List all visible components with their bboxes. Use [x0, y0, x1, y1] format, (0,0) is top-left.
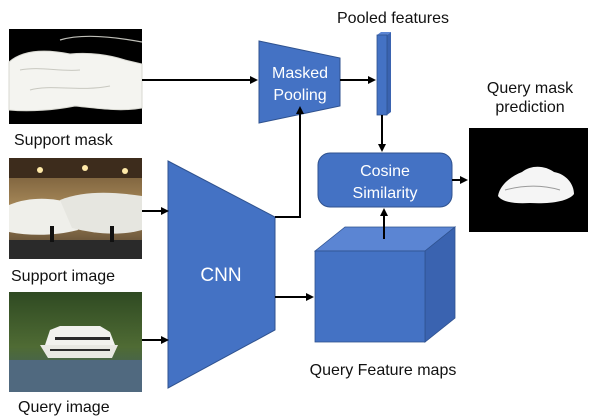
support-mask-label: Support mask [14, 132, 114, 149]
masked-pooling-label-line2: Pooling [273, 87, 326, 104]
pooled-features-bar [376, 32, 391, 116]
pooled-features-label: Pooled features [337, 10, 449, 27]
query-mask-label-line2: prediction [495, 99, 564, 116]
query-image-photo [9, 292, 142, 392]
cosine-similarity-block: Cosine Similarity [317, 152, 453, 208]
cnn-label: CNN [200, 265, 241, 286]
masked-pooling-label-line1: Masked [272, 65, 328, 82]
cnn-block: CNN [167, 160, 276, 389]
query-feature-maps-cube [313, 226, 457, 343]
support-image-photo [9, 158, 142, 259]
support-image-label: Support image [11, 268, 115, 285]
masked-pooling-block: Masked Pooling [258, 40, 341, 124]
query-feature-maps-label: Query Feature maps [310, 362, 457, 379]
cosine-label-line2: Similarity [353, 185, 418, 202]
connectors [142, 76, 468, 344]
cosine-label-line1: Cosine [360, 163, 410, 180]
arrow-cnn-to-pooling [275, 106, 304, 218]
query-mask-label-line1: Query mask [487, 80, 574, 97]
query-mask-prediction-image [469, 128, 588, 232]
query-image-label: Query image [18, 399, 110, 416]
support-mask-image [8, 29, 143, 124]
